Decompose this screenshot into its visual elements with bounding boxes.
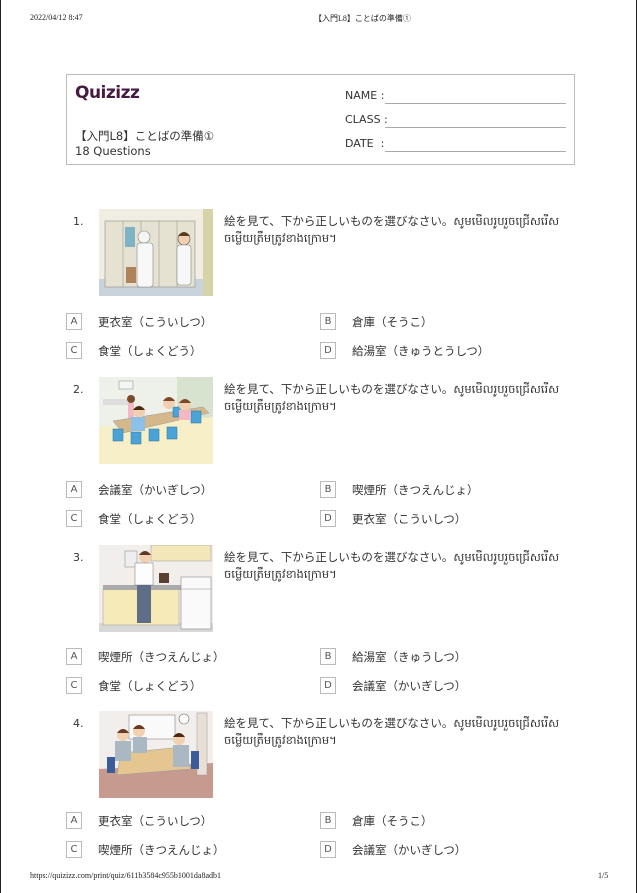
meeting-room-image bbox=[99, 711, 213, 798]
name-line bbox=[385, 103, 566, 104]
locker-room-image bbox=[99, 209, 213, 296]
option-letter: A bbox=[66, 812, 82, 829]
option-text: 給湯室（きゅうしつ） bbox=[352, 649, 467, 664]
option-letter: D bbox=[320, 841, 336, 858]
option-letter: C bbox=[66, 677, 82, 694]
option-letter: C bbox=[66, 510, 82, 527]
option-c[interactable]: C 食堂（しょくどう） bbox=[66, 510, 202, 527]
option-text: 喫煙所（きつえんじょ） bbox=[352, 482, 479, 497]
date-label: DATE : bbox=[345, 137, 385, 150]
cafeteria-image bbox=[99, 377, 213, 464]
option-text: 更衣室（こういしつ） bbox=[352, 511, 467, 526]
option-text: 喫煙所（きつえんじょ） bbox=[98, 842, 225, 857]
question-prompt: 絵を見て、下から正しいものを選びなさい。សូមមើលរូបរួចជ្រើសរើស… bbox=[224, 214, 560, 245]
option-letter: C bbox=[66, 841, 82, 858]
question-count: 18 Questions bbox=[75, 144, 151, 158]
option-letter: D bbox=[320, 342, 336, 359]
option-b[interactable]: B 倉庫（そうこ） bbox=[320, 812, 433, 829]
option-letter: A bbox=[66, 313, 82, 330]
option-b[interactable]: B 倉庫（そうこ） bbox=[320, 313, 433, 330]
option-a[interactable]: A 更衣室（こういしつ） bbox=[66, 812, 212, 829]
option-letter: B bbox=[320, 481, 336, 498]
option-letter: B bbox=[320, 812, 336, 829]
option-d[interactable]: D 更衣室（こういしつ） bbox=[320, 510, 466, 527]
option-c[interactable]: C 喫煙所（きつえんじょ） bbox=[66, 841, 225, 858]
option-letter: A bbox=[66, 648, 82, 665]
option-text: 食堂（しょくどう） bbox=[98, 678, 202, 693]
question-number: 2. bbox=[73, 383, 84, 396]
option-d[interactable]: D 会議室（かいぎしつ） bbox=[320, 841, 466, 858]
quiz-title: 【入門L8】ことばの準備① bbox=[75, 129, 215, 143]
name-field: NAME : bbox=[345, 89, 384, 102]
option-text: 食堂（しょくどう） bbox=[98, 511, 202, 526]
option-b[interactable]: B 給湯室（きゅうしつ） bbox=[320, 648, 466, 665]
print-url: https://quizizz.com/print/quiz/611b3584c… bbox=[30, 871, 222, 880]
option-letter: D bbox=[320, 510, 336, 527]
print-doc-title: 【入門L8】ことばの準備① bbox=[314, 14, 411, 23]
name-label: NAME : bbox=[345, 89, 385, 102]
option-text: 更衣室（こういしつ） bbox=[98, 813, 213, 828]
quizizz-logo: Quizizz bbox=[75, 83, 140, 103]
option-text: 倉庫（そうこ） bbox=[352, 813, 433, 828]
option-a[interactable]: A 会議室（かいぎしつ） bbox=[66, 481, 212, 498]
option-letter: D bbox=[320, 677, 336, 694]
option-letter: C bbox=[66, 342, 82, 359]
option-letter: B bbox=[320, 313, 336, 330]
option-letter: B bbox=[320, 648, 336, 665]
option-b[interactable]: B 喫煙所（きつえんじょ） bbox=[320, 481, 479, 498]
question-number: 3. bbox=[73, 551, 84, 564]
option-text: 食堂（しょくどう） bbox=[98, 343, 202, 358]
option-c[interactable]: C 食堂（しょくどう） bbox=[66, 677, 202, 694]
question-prompt: 絵を見て、下から正しいものを選びなさい。សូមមើលរូបរួចជ្រើសរើស… bbox=[224, 550, 560, 581]
class-field: CLASS : bbox=[345, 113, 388, 126]
class-line bbox=[385, 127, 566, 128]
question-number: 1. bbox=[73, 215, 84, 228]
option-a[interactable]: A 更衣室（こういしつ） bbox=[66, 313, 212, 330]
date-line bbox=[385, 151, 566, 152]
option-a[interactable]: A 喫煙所（きつえんじょ） bbox=[66, 648, 225, 665]
option-d[interactable]: D 給湯室（きゅうとうしつ） bbox=[320, 342, 489, 359]
quiz-header-box: Quizizz 【入門L8】ことばの準備① 18 Questions NAME … bbox=[66, 74, 575, 165]
page-number: 1/5 bbox=[598, 871, 609, 880]
option-text: 喫煙所（きつえんじょ） bbox=[98, 649, 225, 664]
option-d[interactable]: D 会議室（かいぎしつ） bbox=[320, 677, 466, 694]
question-number: 4. bbox=[73, 717, 84, 730]
option-text: 会議室（かいぎしつ） bbox=[98, 482, 213, 497]
kitchenette-image bbox=[99, 545, 213, 632]
question-prompt: 絵を見て、下から正しいものを選びなさい。សូមមើលរូបរួចជ្រើសរើស… bbox=[224, 382, 560, 413]
option-text: 会議室（かいぎしつ） bbox=[352, 678, 467, 693]
option-text: 倉庫（そうこ） bbox=[352, 314, 433, 329]
option-text: 更衣室（こういしつ） bbox=[98, 314, 213, 329]
date-field: DATE : bbox=[345, 137, 384, 150]
class-label: CLASS : bbox=[345, 113, 388, 126]
question-prompt: 絵を見て、下から正しいものを選びなさい。សូមមើលរូបរួចជ្រើសរើស… bbox=[224, 716, 560, 747]
option-c[interactable]: C 食堂（しょくどう） bbox=[66, 342, 202, 359]
print-datetime: 2022/04/12 8:47 bbox=[30, 13, 83, 22]
option-text: 給湯室（きゅうとうしつ） bbox=[352, 343, 490, 358]
option-text: 会議室（かいぎしつ） bbox=[352, 842, 467, 857]
option-letter: A bbox=[66, 481, 82, 498]
